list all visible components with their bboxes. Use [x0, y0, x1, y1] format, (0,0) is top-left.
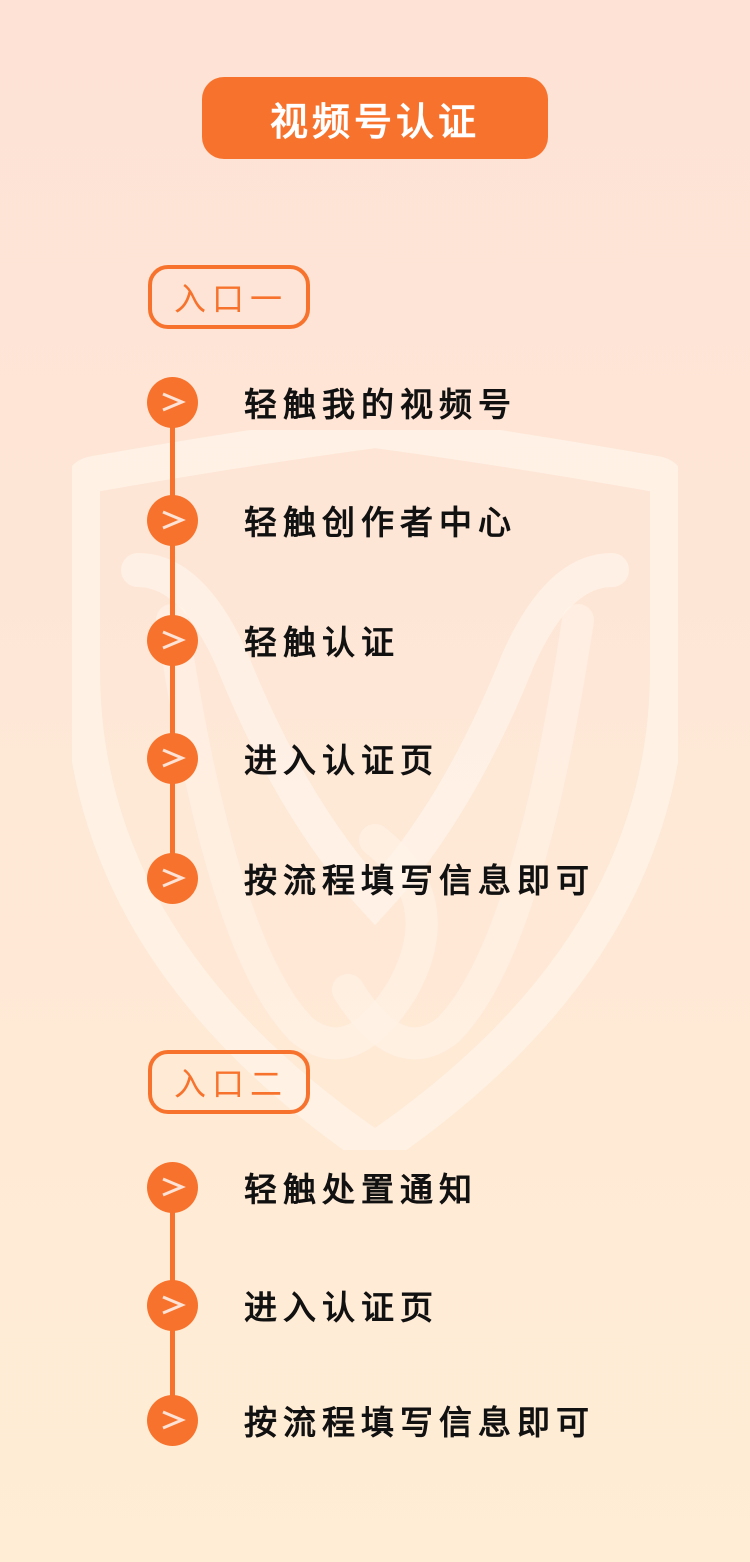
entry-one-label: 入口一 — [173, 280, 288, 318]
entry-two-label: 入口二 — [173, 1065, 288, 1103]
step-label: 进入认证页 — [244, 741, 439, 780]
step-label: 轻触创作者中心 — [244, 503, 517, 542]
step-label: 轻触认证 — [244, 623, 400, 662]
chevron-right-icon — [147, 376, 198, 428]
chevron-right-icon — [147, 1394, 198, 1446]
chevron-right-icon — [147, 1161, 198, 1213]
step-item: 轻触创作者中心 — [147, 494, 517, 546]
step-item: 进入认证页 — [147, 732, 439, 784]
chevron-right-icon — [147, 852, 198, 904]
chevron-right-icon — [147, 1279, 198, 1331]
step-item: 轻触处置通知 — [147, 1161, 478, 1213]
step-item: 按流程填写信息即可 — [147, 1394, 595, 1446]
chevron-right-icon — [147, 614, 198, 666]
chevron-right-icon — [147, 732, 198, 784]
entry-one-badge: 入口一 — [148, 265, 310, 329]
page-title-banner: 视频号认证 — [202, 77, 548, 159]
entry-two-badge: 入口二 — [148, 1050, 310, 1114]
step-item: 进入认证页 — [147, 1279, 439, 1331]
step-label: 轻触我的视频号 — [244, 385, 517, 424]
page-title: 视频号认证 — [269, 99, 480, 144]
step-item: 轻触认证 — [147, 614, 400, 666]
step-item: 按流程填写信息即可 — [147, 852, 595, 904]
step-label: 按流程填写信息即可 — [244, 1403, 595, 1442]
step-label: 轻触处置通知 — [244, 1170, 478, 1209]
step-label: 进入认证页 — [244, 1288, 439, 1327]
chevron-right-icon — [147, 494, 198, 546]
step-label: 按流程填写信息即可 — [244, 861, 595, 900]
step-item: 轻触我的视频号 — [147, 376, 517, 428]
